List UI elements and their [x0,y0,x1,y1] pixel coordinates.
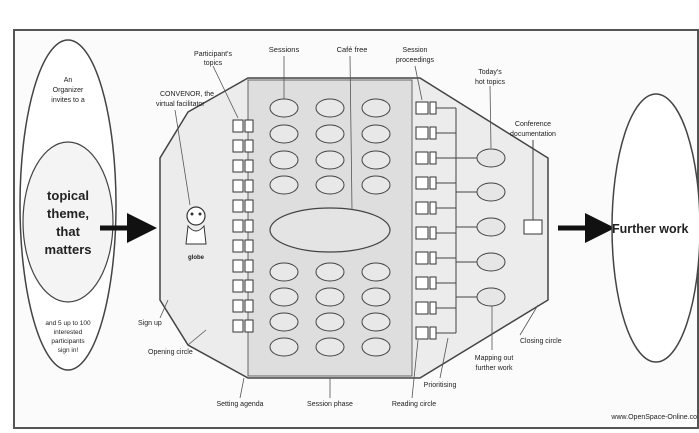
theme-line-1: topical [47,188,89,203]
signin-line-2: interested [54,329,83,336]
signin-line-4: sign in! [58,347,79,354]
participants-topics-label-1: Participant's [194,51,232,58]
invitation-oval: An Organizer invites to a topical theme,… [20,40,116,370]
signin-line-1: and 5 up to 100 [45,320,91,327]
proceedings-label-2: proceedings [396,57,435,64]
closing-circle-label: Closing circle [520,338,562,345]
documentation-label-1: Conference [515,121,551,128]
hot-topics-label-1: Today's [478,69,502,76]
facilitator-label-2: virtual facilitator [156,101,205,108]
documentation-label-2: documentation [510,131,556,138]
signin-line-3: participants [51,338,85,345]
session-phase-label: Session phase [307,401,353,408]
invite-line-2: Organizer [53,87,84,94]
cafe-free-label: Café free [337,45,368,54]
theme-line-2: theme, [47,206,89,221]
theme-line-4: matters [45,242,92,257]
mapping-out-label-1: Mapping out [475,355,514,362]
facilitator-label-1: CONVENOR, the [160,91,214,98]
documentation-box [524,220,542,234]
source-credit: www.OpenSpace-Online.co [610,414,697,421]
participant-topic-boxes [233,120,253,332]
proceedings-label-1: Session [403,47,428,54]
facilitator-globe-label: globe [188,255,205,261]
invite-line-3: invites to a [51,97,85,104]
invite-line-1: An [64,77,73,84]
further-work-oval: Further work [612,94,699,362]
prioritising-label: Prioritising [424,382,457,389]
reading-circle-label: Reading circle [392,401,436,408]
hot-topics-label-2: hot topics [475,79,505,86]
further-work-label: Further work [612,222,688,236]
participants-topics-label-2: topics [204,60,223,67]
sign-up-label: Sign up [138,320,162,327]
sessions-label: Sessions [269,45,300,54]
mapping-out-label-2: further work [476,365,513,372]
theme-line-3: that [56,224,81,239]
opening-circle-label: Opening circle [148,349,193,356]
setting-agenda-label: Setting agenda [216,401,263,408]
cafe-free-oval [270,208,390,252]
